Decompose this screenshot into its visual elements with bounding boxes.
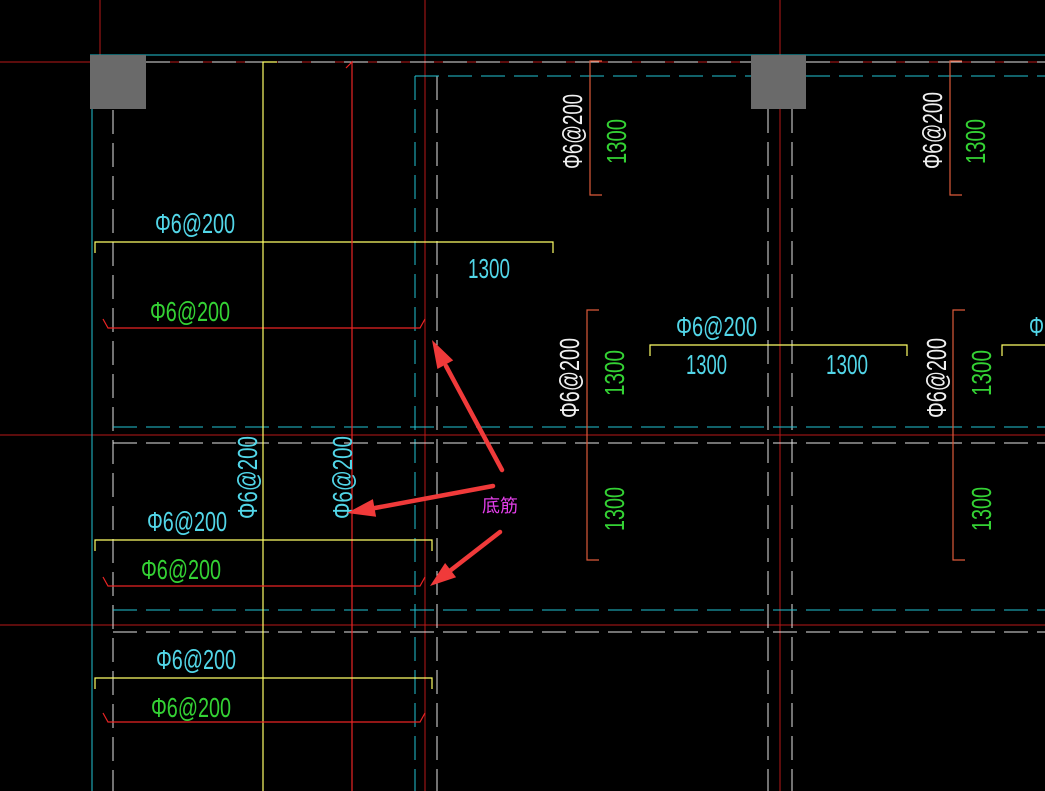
arrow-head-icon	[432, 340, 454, 369]
annotation-arrow	[443, 363, 505, 473]
bottom-rebar-bar[interactable]	[102, 712, 426, 723]
column-block	[751, 55, 806, 109]
support-rebar-bar[interactable]	[949, 60, 962, 196]
rebar-length-label: 1300	[468, 253, 510, 284]
support-rebar-bar[interactable]	[586, 309, 599, 561]
rebar-spec-label: Φ6@200	[150, 296, 230, 327]
rebar-length-label-vertical: 1300	[601, 119, 632, 164]
arrow-head-icon	[347, 499, 377, 517]
annotation-arrow	[448, 529, 503, 573]
top-rebar-bar-vertical[interactable]	[262, 61, 277, 791]
annotation-arrow	[372, 483, 496, 511]
rebar-length-label-vertical: 1300	[599, 350, 630, 396]
arrow-head-icon	[430, 563, 457, 586]
annotation-label: 底筋	[482, 496, 518, 517]
bottom-rebar-bar-vertical[interactable]	[345, 60, 353, 791]
support-rebar-bar-horizontal[interactable]	[649, 344, 908, 356]
rebar-spec-label: Φ6@200	[155, 208, 235, 239]
rebar-spec-label: Φ6@200	[147, 506, 227, 537]
rebar-spec-label-vertical: Φ6@200	[554, 338, 585, 418]
rebar-spec-label-vertical: Φ6@200	[921, 338, 952, 418]
rebar-spec-label-vertical: Φ6@200	[557, 94, 588, 169]
rebar-length-label-vertical: 1300	[599, 487, 630, 531]
bottom-rebar-bar[interactable]	[102, 576, 426, 587]
support-rebar-bar[interactable]	[589, 60, 602, 196]
beam-edges	[90, 54, 1045, 791]
rebar-length-label-vertical: 1300	[960, 119, 991, 164]
rebar-spec-label-vertical: Φ6@200	[327, 436, 358, 519]
rebar-spec-label: Φ6@200	[676, 311, 757, 342]
rebar-spec-label: Φ6@200	[156, 644, 236, 675]
support-rebar: Φ6@200 1300 Φ6@200 1300 Φ6@200 1300 1300…	[554, 60, 1045, 561]
bottom-rebar-bar[interactable]	[102, 318, 426, 329]
top-rebar-bar[interactable]	[94, 241, 554, 253]
rebar-length-label-vertical: 1300	[966, 487, 997, 531]
top-rebar-bar[interactable]	[94, 539, 433, 551]
rebar-spec-label: Φ	[1029, 311, 1044, 342]
rebar-spec-label: Φ6@200	[141, 554, 221, 585]
support-rebar-bar[interactable]	[952, 309, 965, 561]
left-bay-rebar: Φ6@200 1300 Φ6@200 Φ6@200 Φ6@200 Φ6@200 …	[94, 60, 554, 791]
column-block	[90, 55, 146, 109]
rebar-length-label: 1300	[826, 349, 868, 380]
rebar-length-label: 1300	[686, 349, 727, 380]
rebar-spec-label-vertical: Φ6@200	[232, 436, 263, 519]
top-rebar-bar[interactable]	[94, 677, 433, 689]
rebar-spec-label-vertical: Φ6@200	[917, 92, 948, 169]
rebar-spec-label: Φ6@200	[151, 692, 231, 723]
rebar-length-label-vertical: 1300	[966, 350, 997, 396]
annotation-group: 底筋	[347, 340, 518, 586]
support-rebar-bar-horizontal[interactable]	[1001, 344, 1045, 356]
